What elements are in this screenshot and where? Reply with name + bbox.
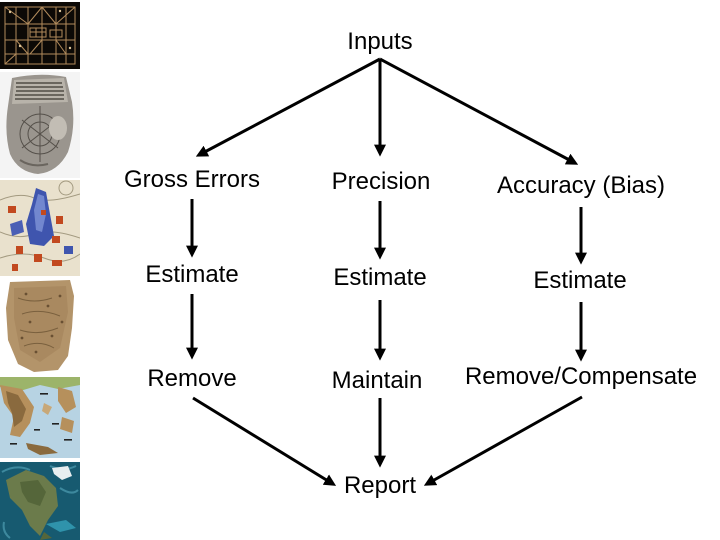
arrow-remove-compensate-to-report bbox=[423, 395, 583, 486]
arrow-remove-to-report bbox=[192, 396, 337, 486]
node-accuracy-bias: Accuracy (Bias) bbox=[496, 172, 666, 199]
node-gross-errors: Gross Errors bbox=[123, 166, 261, 193]
node-maintain: Maintain bbox=[331, 367, 423, 394]
map-image-strip bbox=[0, 0, 80, 540]
node-precision: Precision bbox=[331, 168, 431, 195]
arrow-inputs-to-gross-errors bbox=[195, 57, 381, 157]
node-estimate-gross: Estimate bbox=[145, 261, 239, 288]
node-inputs: Inputs bbox=[347, 28, 413, 55]
clay-tablet-map-thumbnail bbox=[0, 72, 80, 178]
node-remove: Remove bbox=[147, 365, 237, 392]
node-remove-compensate: Remove/Compensate bbox=[464, 363, 698, 390]
medieval-city-map-thumbnail bbox=[0, 180, 80, 276]
node-estimate-precision: Estimate bbox=[333, 264, 427, 291]
satellite-map-thumbnail bbox=[0, 462, 80, 540]
node-estimate-accuracy: Estimate bbox=[533, 267, 627, 294]
arrow-inputs-to-accuracy bbox=[379, 57, 579, 165]
topographic-map-thumbnail bbox=[0, 377, 80, 458]
node-report: Report bbox=[343, 472, 417, 499]
ancient-city-grid-map-thumbnail bbox=[0, 2, 80, 69]
parchment-map-thumbnail bbox=[0, 278, 80, 375]
